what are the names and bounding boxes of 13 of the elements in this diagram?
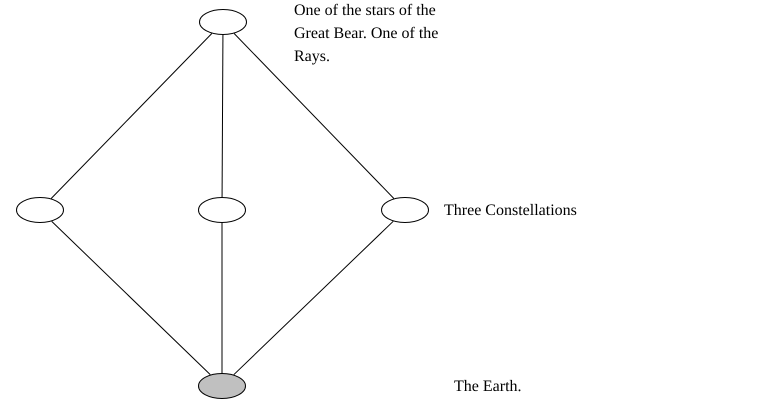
connector-line: [51, 220, 211, 376]
ellipse-node: [16, 197, 64, 223]
connector-line: [222, 34, 224, 198]
connector-line: [234, 33, 394, 199]
note-text: Three Constellations: [444, 201, 578, 221]
ellipse-node: [198, 373, 246, 399]
connector-line: [50, 33, 212, 199]
ellipse-node: [381, 197, 429, 223]
ellipse-node: [198, 197, 246, 223]
connector-line: [233, 220, 394, 376]
note-text: One of the stars of the Great Bear. One of the Rays.: [294, 1, 440, 67]
ellipse-node: [199, 9, 247, 35]
note-text: The Earth.: [454, 377, 523, 397]
